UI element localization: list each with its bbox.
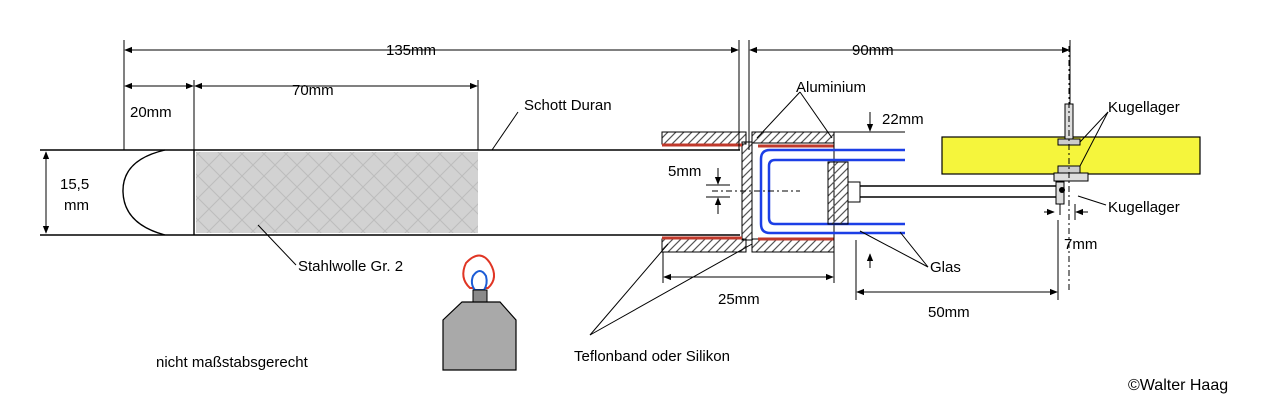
dimension-lines: [40, 40, 1088, 300]
glass-tube: [40, 149, 740, 236]
label-tube-material: Schott Duran: [524, 97, 612, 114]
piston-rod: [712, 181, 1062, 203]
label-bearing-bottom: Kugellager: [1108, 199, 1180, 216]
label-bearing-top: Kugellager: [1108, 99, 1180, 116]
dim-width-25: 25mm: [718, 291, 760, 308]
dim-gap-22: 22mm: [882, 111, 924, 128]
dim-diameter-unit: mm: [64, 197, 89, 214]
label-copyright: ©Walter Haag: [1128, 377, 1228, 394]
dim-right-length: 90mm: [852, 42, 894, 59]
dim-width-50: 50mm: [928, 304, 970, 321]
dim-gap-5: 5mm: [668, 163, 701, 180]
crank-shaft: [1053, 46, 1089, 290]
dim-end-length: 20mm: [130, 104, 172, 121]
label-scale-note: nicht maßstabsgerecht: [156, 354, 309, 371]
steel-wool: [196, 152, 478, 233]
dim-diameter-value: 15,5: [60, 176, 89, 193]
label-glass: Glas: [930, 259, 961, 276]
dim-total-length: 135mm: [386, 42, 436, 59]
flange: [661, 131, 753, 253]
leader-lines: [257, 91, 1109, 336]
dim-wool-length: 70mm: [292, 82, 334, 99]
dim-width-7: 7mm: [1064, 236, 1097, 253]
spirit-burner: [442, 254, 517, 371]
glass-piston: [759, 148, 905, 235]
aluminium-cylinder: [751, 131, 835, 253]
label-seal: Teflonband oder Silikon: [574, 348, 730, 365]
label-aluminium: Aluminium: [796, 79, 866, 96]
label-steel-wool: Stahlwolle Gr. 2: [298, 258, 403, 275]
